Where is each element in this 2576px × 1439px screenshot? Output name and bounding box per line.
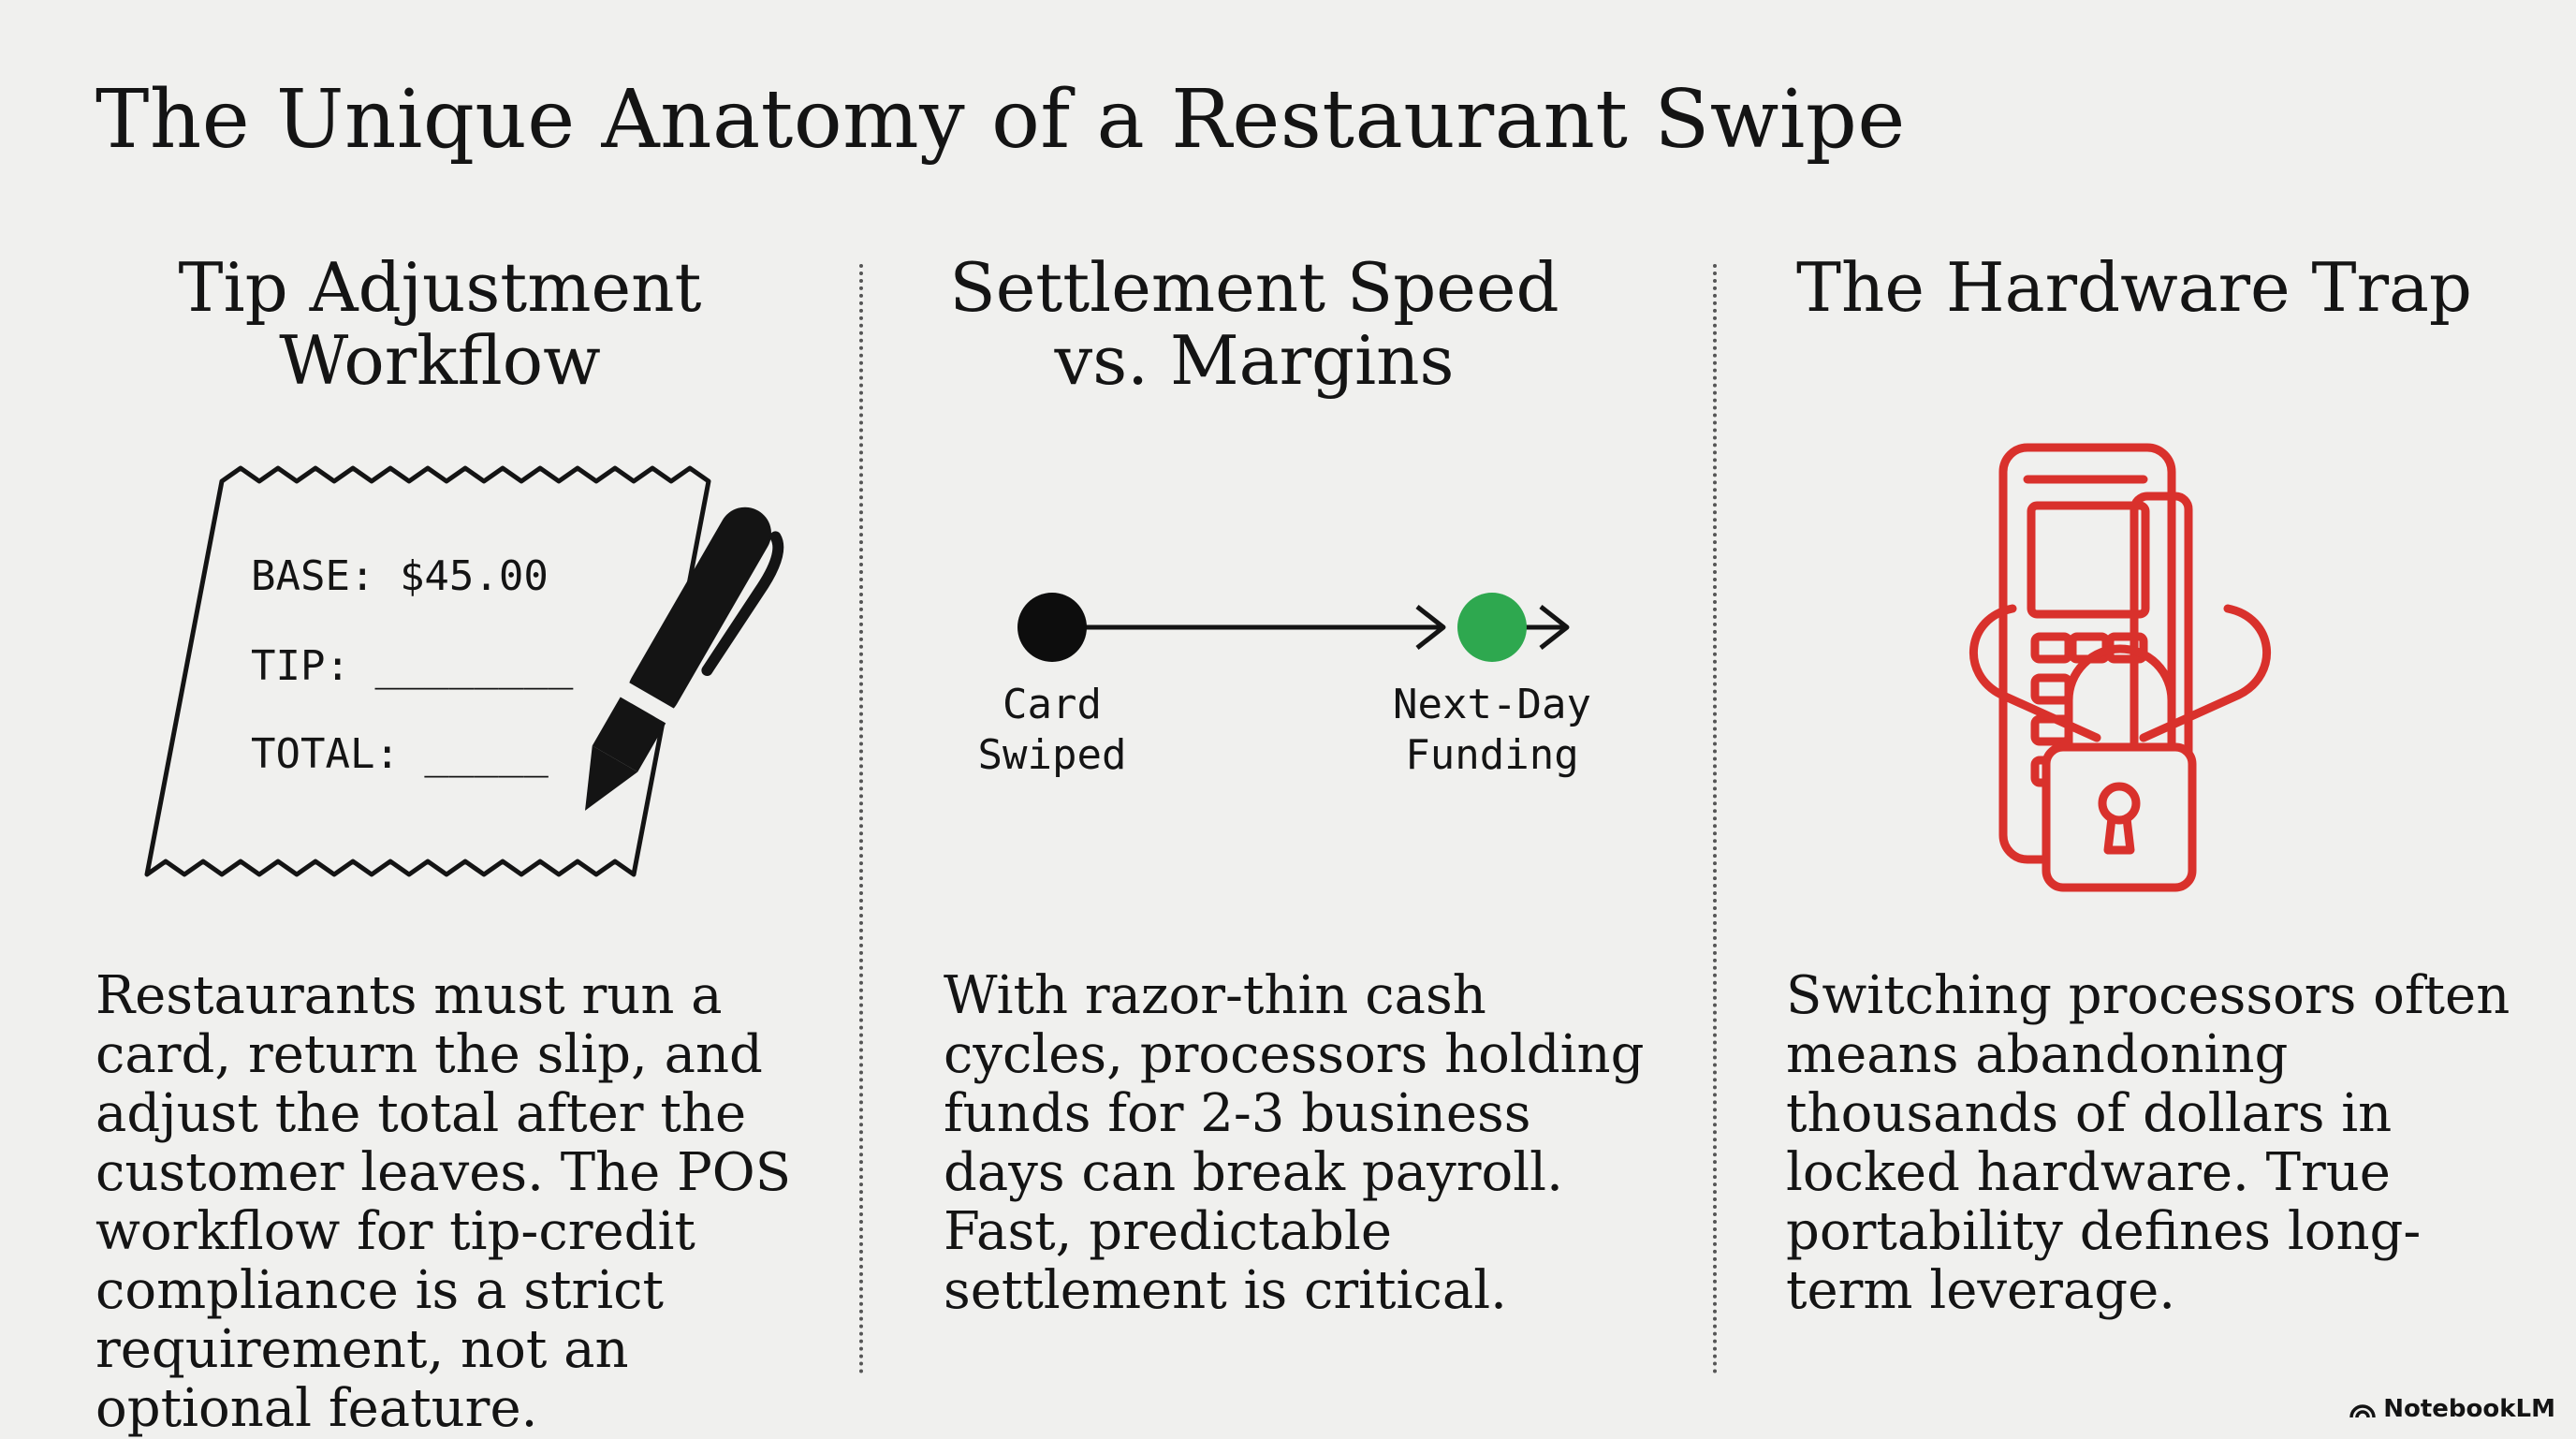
receipt-total-line: TOTAL: _____: [251, 730, 549, 778]
card-swiped-dot: [1017, 593, 1087, 662]
column-divider-1: [859, 264, 863, 1374]
heading-line: vs. Margins: [1054, 321, 1455, 400]
notebooklm-logo-icon: [2349, 1404, 2376, 1418]
next-day-funding-dot: [1457, 593, 1527, 662]
receipt-tip-line: TIP: ________: [251, 642, 574, 690]
brand-label: NotebookLM: [2383, 1395, 2555, 1423]
heading-line: Settlement Speed: [949, 248, 1559, 327]
heading-line: Tip Adjustment: [178, 248, 702, 327]
label-line: Funding: [1405, 731, 1579, 779]
label-line: Card: [1003, 681, 1102, 728]
pen-icon: [585, 507, 784, 811]
column-body: Switching processors often means abandon…: [1786, 965, 2510, 1321]
column-divider-2: [1713, 264, 1717, 1374]
page-title: The Unique Anatomy of a Restaurant Swipe: [95, 73, 1906, 167]
next-day-funding-label: Next-Day Funding: [1342, 680, 1642, 781]
heading-line: The Hardware Trap: [1795, 248, 2473, 327]
label-line: Next-Day: [1393, 681, 1591, 728]
column-body: Restaurants must run a card, return the …: [95, 965, 792, 1439]
receipt-icon: [144, 465, 711, 877]
column-heading: Tip Adjustment Workflow: [28, 251, 852, 397]
locked-card-terminal-icon: [1969, 443, 2272, 892]
settlement-timeline: [1017, 593, 1570, 662]
receipt-base-line: BASE: $45.00: [251, 552, 549, 600]
notebooklm-brand: NotebookLM: [2349, 1395, 2555, 1423]
label-line: Swiped: [977, 731, 1127, 779]
column-body: With razor-thin cash cycles, processors …: [944, 965, 1645, 1321]
column-heading: The Hardware Trap: [1722, 251, 2546, 324]
card-swiped-label: Card Swiped: [902, 680, 1202, 781]
column-heading: Settlement Speed vs. Margins: [842, 251, 1666, 397]
heading-line: Workflow: [279, 321, 601, 400]
